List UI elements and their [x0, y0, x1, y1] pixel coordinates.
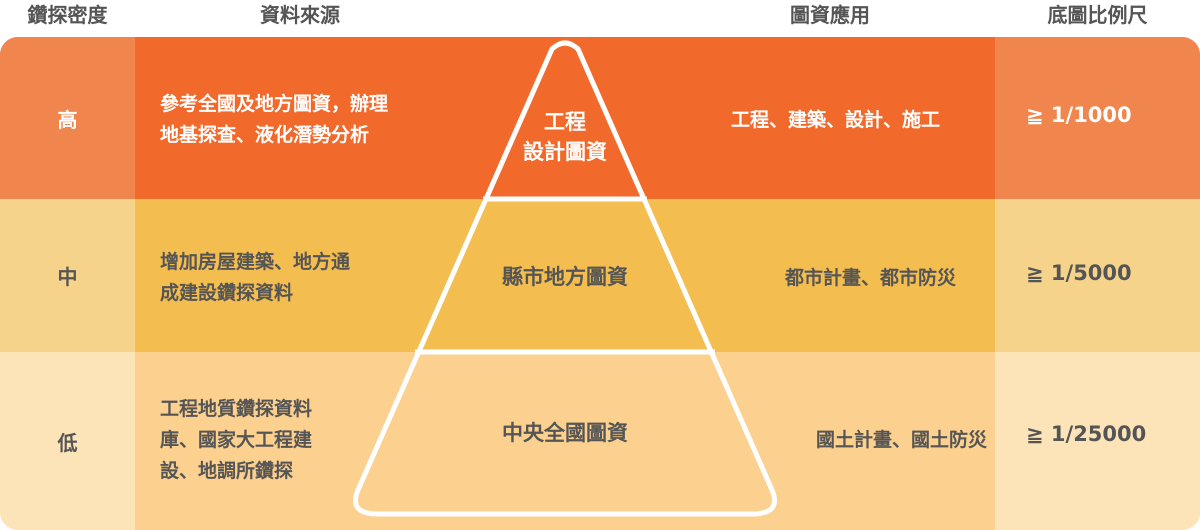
row-high-scale-text: ≧ 1/1000: [1026, 103, 1132, 127]
pyramid-outline: [353, 40, 777, 517]
row-high-source-text: 參考全國及地方圖資，辦理 地基探查、液化潛勢分析: [160, 93, 389, 146]
row-low: 低 工程地質鑽探資料 庫、國家大工程建 設、地調所鑽探 國土計畫、國土防災 ≧ …: [0, 352, 1200, 530]
header-drilling-density: 鑽探密度: [27, 3, 108, 27]
row-low-left-shade: [0, 352, 135, 530]
row-mid-application-text: 都市計畫、都市防災: [784, 267, 956, 289]
row-high-density-label: 高: [57, 107, 78, 132]
row-mid-density-label: 中: [57, 265, 78, 289]
row-high-right-shade: [995, 37, 1200, 199]
header-data-source: 資料來源: [260, 3, 340, 27]
header-application: 圖資應用: [790, 3, 870, 27]
tier-county-local-maps: 縣市地方圖資: [502, 265, 628, 289]
tier-engineering-design-maps: 工程 設計圖資: [523, 110, 607, 164]
row-mid-scale-text: ≧ 1/5000: [1026, 261, 1132, 285]
row-mid-left-shade: [0, 199, 135, 352]
tier-central-national-maps: 中央全國圖資: [502, 421, 628, 445]
row-low-application-text: 國土計畫、國土防災: [815, 429, 987, 451]
row-low-source-text: 工程地質鑽探資料 庫、國家大工程建 設、地調所鑽探: [160, 398, 313, 482]
row-low-scale-text: ≧ 1/25000: [1026, 422, 1147, 446]
row-high: 高 參考全國及地方圖資，辦理 地基探查、液化潛勢分析 工程、建築、設計、施工 ≧…: [0, 37, 1200, 199]
header-basemap-scale: 底圖比例尺: [1047, 3, 1148, 27]
row-mid-right-shade: [995, 199, 1200, 352]
row-mid-source-text: 增加房屋建築、地方通 成建設鑽探資料: [160, 251, 351, 304]
row-low-density-label: 低: [57, 430, 78, 455]
row-high-application-text: 工程、建築、設計、施工: [730, 109, 940, 131]
row-mid: 中 增加房屋建築、地方通 成建設鑽探資料 都市計畫、都市防災 ≧ 1/5000: [0, 199, 1200, 352]
row-low-right-shade: [995, 352, 1200, 530]
row-high-left-shade: [0, 37, 135, 199]
